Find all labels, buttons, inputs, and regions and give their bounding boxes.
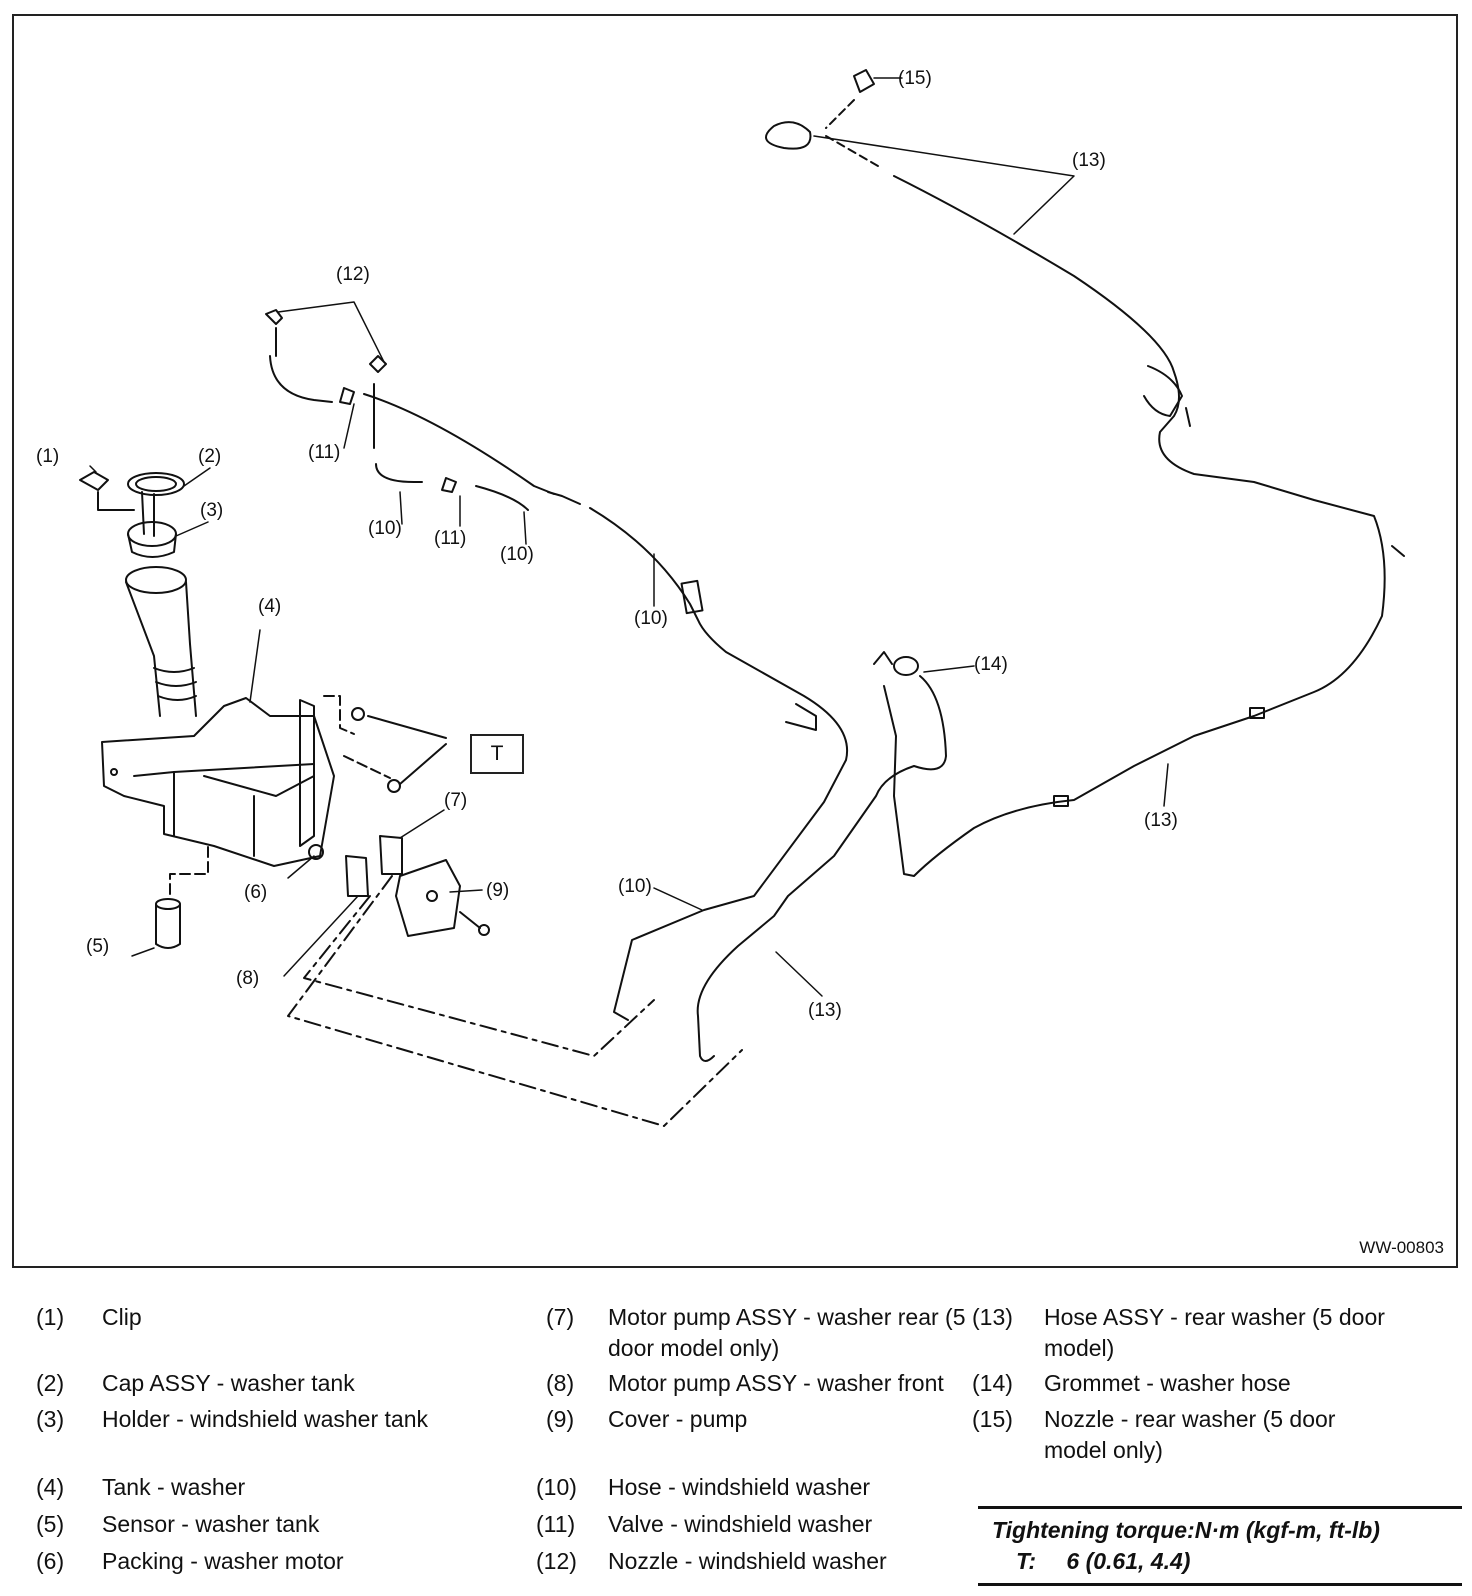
front-washer-hoses — [265, 309, 849, 1021]
legend-num: (14) — [972, 1370, 1013, 1396]
callout-14: (14) — [974, 654, 1008, 675]
legend-num: (15) — [972, 1406, 1013, 1432]
legend-num: (10) — [536, 1474, 577, 1500]
torque-symbol-box: T — [470, 734, 524, 774]
legend-num: (1) — [36, 1304, 65, 1330]
callout-6: (6) — [244, 882, 268, 903]
cap-assembly — [79, 471, 185, 558]
legend-label: Valve - windshield washer — [608, 1511, 873, 1537]
legend-label: Packing - washer motor — [102, 1548, 344, 1574]
callout-2: (2) — [198, 446, 222, 467]
diagram-drawing — [79, 69, 1405, 1127]
leader-lines — [89, 77, 1169, 997]
callout-10c: (10) — [634, 608, 668, 629]
figure-code: WW-00803 — [1359, 1238, 1444, 1257]
pump-assembly — [308, 835, 490, 937]
callout-10b: (10) — [500, 544, 534, 565]
callout-11b: (11) — [434, 528, 467, 549]
callout-10d: (10) — [618, 876, 652, 897]
torque-rule-bottom — [978, 1583, 1462, 1586]
filler-neck — [125, 566, 197, 717]
callout-3: (3) — [200, 500, 224, 521]
callout-1: (1) — [36, 446, 60, 467]
callout-12: (12) — [336, 264, 370, 285]
washer-tank-sensor — [155, 845, 209, 949]
legend-num: (11) — [536, 1511, 576, 1537]
exploded-diagram: T (1) (2) (3) (4) (5) (6) (7) (8) (9) (1… — [12, 14, 1458, 1268]
rear-washer-hose — [696, 69, 1405, 1062]
callout-7: (7) — [444, 790, 468, 811]
legend-num: (13) — [972, 1304, 1013, 1330]
callout-4: (4) — [258, 596, 282, 617]
legend-label: Sensor - washer tank — [102, 1511, 320, 1537]
legend-label: Grommet - washer hose — [1044, 1370, 1291, 1396]
torque-value: 6 (0.61, 4.4) — [1066, 1548, 1191, 1574]
callout-13a: (13) — [1072, 150, 1106, 171]
legend-label: Motor pump ASSY - washer front — [608, 1370, 944, 1396]
legend-label: Clip — [102, 1304, 142, 1330]
pump-routing-line-front — [303, 895, 655, 1057]
legend-label: Hose - windshield washer — [608, 1474, 871, 1500]
torque-header: Tightening torque:N·m (kgf-m, ft-lb) — [992, 1517, 1380, 1543]
pump-routing-line-rear — [287, 875, 743, 1127]
legend-num: (5) — [36, 1511, 65, 1537]
callout-15: (15) — [898, 68, 932, 89]
torque-rule-top — [978, 1506, 1462, 1509]
parts-legend: (1) Clip (2) Cap ASSY - washer tank (3) … — [36, 1302, 1436, 1574]
legend-label: Hose ASSY - rear washer (5 door model) — [1044, 1304, 1385, 1361]
legend-label: Tank - washer — [102, 1474, 246, 1500]
torque-row: T: 6 (0.61, 4.4) — [978, 1544, 1462, 1583]
legend-label: Holder - windshield washer tank — [102, 1406, 428, 1432]
legend-num: (2) — [36, 1370, 65, 1396]
callout-13c: (13) — [808, 1000, 842, 1021]
torque-table: Tightening torque:N·m (kgf-m, ft-lb) T: … — [978, 1506, 1462, 1586]
washer-tank — [101, 697, 335, 867]
callout-5: (5) — [86, 936, 110, 957]
callout-8: (8) — [236, 968, 260, 989]
legend-label: Motor pump ASSY - washer rear (5 door mo… — [608, 1304, 966, 1361]
legend-num: (4) — [36, 1474, 65, 1500]
legend-label: Cover - pump — [608, 1406, 748, 1432]
legend-num: (6) — [36, 1548, 65, 1574]
legend-num: (8) — [546, 1370, 575, 1396]
tank-fasteners — [323, 695, 447, 793]
legend-label: Nozzle - windshield washer — [608, 1548, 887, 1574]
legend-num: (12) — [536, 1548, 577, 1574]
torque-symbol: T: — [1016, 1548, 1037, 1574]
legend-num: (3) — [36, 1406, 65, 1432]
callout-10a: (10) — [368, 518, 402, 539]
callout-11a: (11) — [308, 442, 341, 463]
callout-9: (9) — [486, 880, 510, 901]
legend-label: Cap ASSY - washer tank — [102, 1370, 355, 1396]
legend-num: (9) — [546, 1406, 575, 1432]
callout-13b: (13) — [1144, 810, 1178, 831]
legend-label: Nozzle - rear washer (5 door model only) — [1044, 1406, 1336, 1463]
legend-num: (7) — [546, 1304, 575, 1330]
